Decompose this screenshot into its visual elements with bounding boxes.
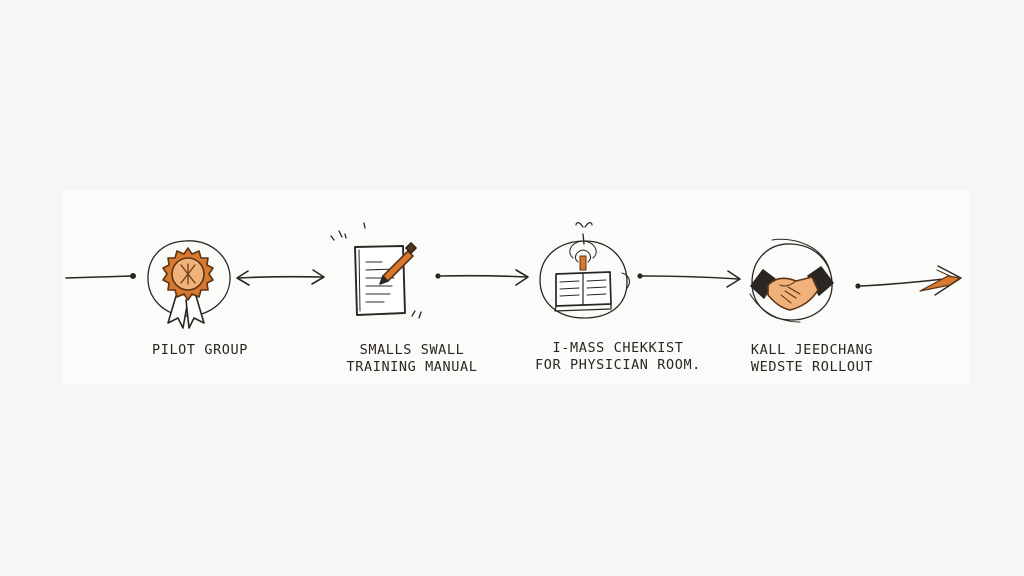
connector-arrow-1 <box>236 269 325 286</box>
checklist-books-icon <box>539 222 631 319</box>
step-label-checklist: I-MASS CHEKKIST FOR PHYSICIAN ROOM. <box>520 340 716 374</box>
connector-arrow-3 <box>637 270 741 288</box>
handshake-icon <box>749 238 834 323</box>
connector-arrow-4 <box>855 265 962 296</box>
step-label-line: TRAINING MANUAL <box>346 359 478 375</box>
manual-pen-icon <box>330 222 422 319</box>
step-label-line: KALL JEEDCHANG <box>750 342 874 358</box>
connector-arrow-2 <box>435 269 529 286</box>
step-label-line: PILOT GROUP <box>151 342 248 358</box>
step-label-training-manual: SMALLS SWALL TRAINING MANUAL <box>326 342 498 376</box>
step-label-line: I-MASS CHEKKIST <box>552 340 684 356</box>
step-label-line: WEDSTE ROLLOUT <box>750 359 874 375</box>
step-label-line: FOR PHYSICIAN ROOM. <box>535 357 701 373</box>
step-label-rollout: KALL JEEDCHANG WEDSTE ROLLOUT <box>732 342 892 376</box>
award-ribbon-icon <box>147 240 231 329</box>
step-label-pilot-group: PILOT GROUP <box>139 342 261 359</box>
incoming-line <box>65 272 137 279</box>
step-label-line: SMALLS SWALL <box>359 342 465 358</box>
